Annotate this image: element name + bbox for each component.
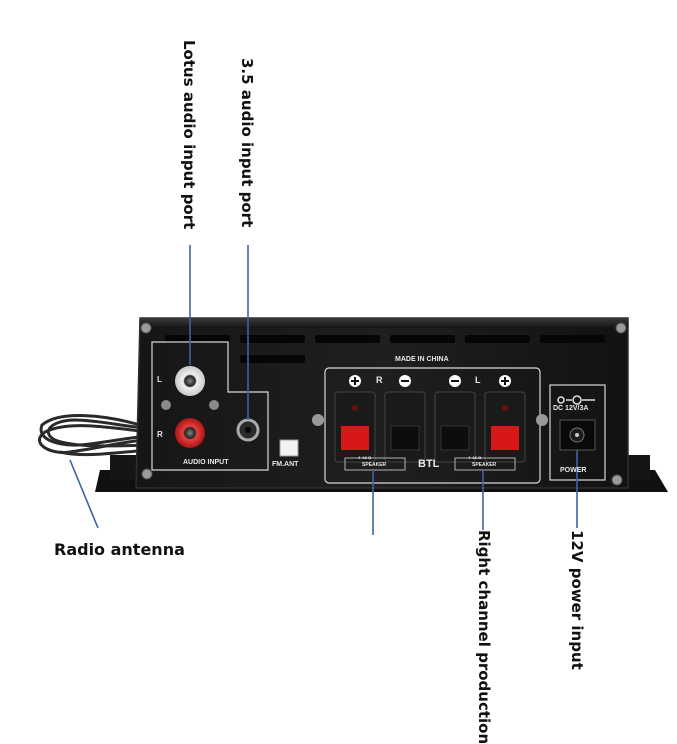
rca-left-jack[interactable] — [175, 366, 205, 396]
speaker-l-label: L — [475, 375, 481, 385]
power-input-callout: 12V power input — [568, 530, 586, 670]
fm-ant-label: FM.ANT — [272, 461, 299, 468]
audio-input-panel — [151, 341, 269, 471]
right-channel-callout: Right channel production — [475, 530, 493, 744]
speaker-terminal-panel — [312, 367, 548, 484]
power-panel — [549, 384, 606, 481]
dc-rating-label: DC 12V/3A — [553, 405, 589, 412]
speaker-right-negative-clip[interactable] — [390, 425, 420, 451]
made-in-label: MADE IN CHINA — [395, 356, 449, 363]
audio-input-label: AUDIO INPUT — [183, 459, 229, 466]
btl-label: BTL — [418, 458, 440, 470]
power-label: POWER — [560, 467, 587, 474]
speaker-left-negative-clip[interactable] — [440, 425, 470, 451]
speaker-left-positive-clip[interactable] — [491, 426, 519, 450]
radio-antenna-callout: Radio antenna — [54, 540, 185, 559]
aux-input-callout: 3.5 audio input port — [238, 58, 256, 228]
ohm-left-label: 4~16 Ω — [358, 455, 372, 460]
speaker-right-label: SPEAKER — [472, 462, 497, 468]
speaker-left-label: SPEAKER — [362, 462, 387, 468]
ohm-right-label: 4~16 Ω — [468, 455, 482, 460]
rca-right-jack[interactable] — [175, 418, 205, 448]
speaker-right-positive-clip[interactable] — [341, 426, 369, 450]
fm-antenna-connector[interactable] — [279, 439, 299, 457]
channel-right-label: R — [157, 430, 163, 439]
speaker-r-label: R — [376, 375, 383, 385]
lotus-input-callout: Lotus audio input port — [180, 40, 198, 230]
leader-lines — [69, 245, 578, 535]
channel-left-label: L — [157, 375, 162, 384]
